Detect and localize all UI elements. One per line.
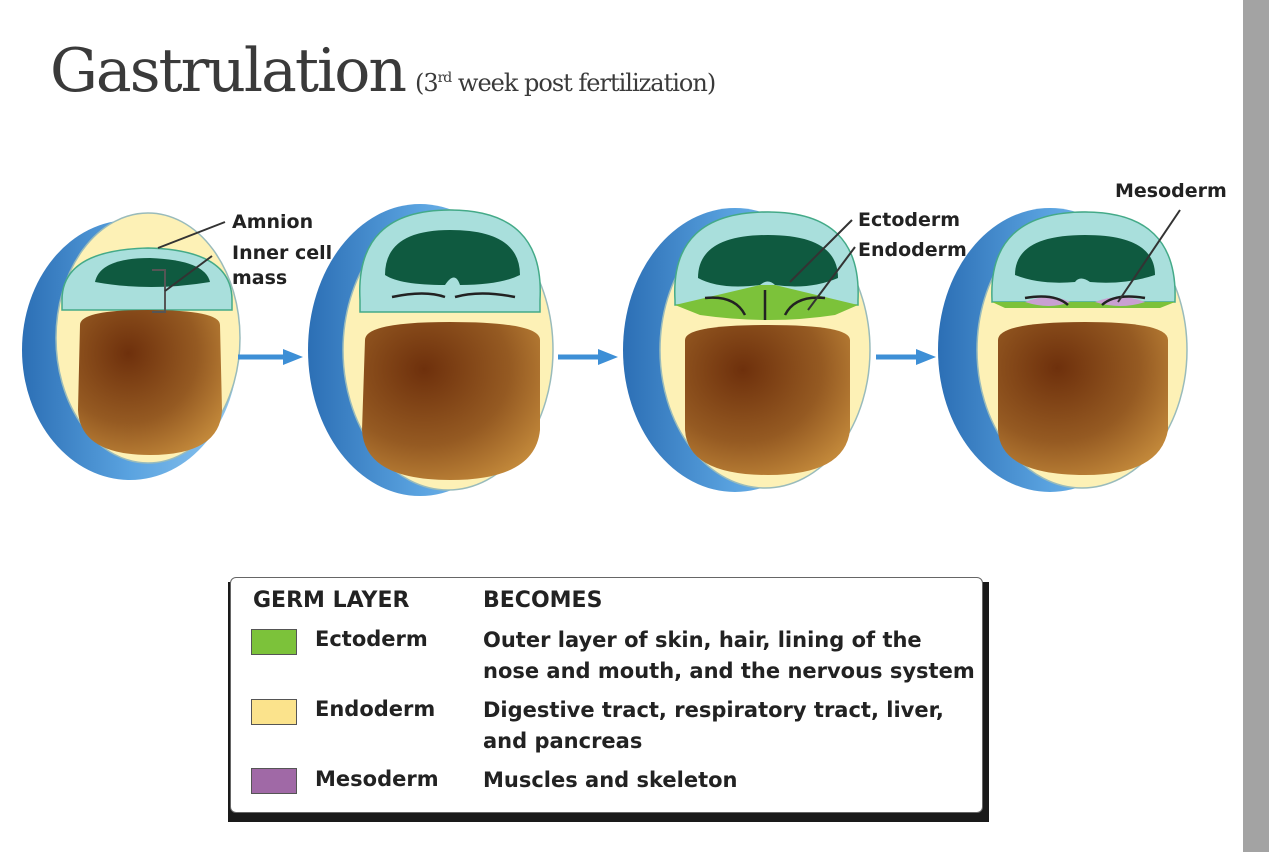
- yolk-sac: [998, 322, 1168, 475]
- layer-name: Mesoderm: [315, 767, 439, 791]
- gastrulation-diagram: [22, 204, 1188, 496]
- ectoderm-label: Ectoderm: [858, 209, 961, 231]
- embryo-stage-2: [308, 204, 618, 496]
- amnion-pointer: [157, 221, 226, 249]
- amnion-label: Amnion: [232, 211, 314, 233]
- inner-cell-mass-label-line1: Inner cell: [232, 242, 333, 264]
- layer-description: Digestive tract, respiratory tract, live…: [483, 695, 983, 757]
- migration-arrows: [704, 290, 826, 320]
- description-line: nose and mouth, and the nervous system: [483, 659, 975, 683]
- yolk-sac: [78, 310, 222, 455]
- yolk-sac: [685, 325, 850, 475]
- mesoderm-label: Mesoderm: [1115, 180, 1227, 202]
- amniotic-cavity: [1015, 235, 1155, 283]
- migration-arrows: [391, 292, 516, 299]
- arrow-1-head: [283, 349, 303, 365]
- title-main: Gastrulation: [50, 36, 407, 106]
- layer-description: Muscles and skeleton: [483, 765, 983, 796]
- layer-description: Outer layer of skin, hair, lining of the…: [483, 625, 983, 687]
- layer-name: Ectoderm: [315, 627, 428, 651]
- migration-arrows: [1024, 295, 1146, 306]
- title-subtitle: (3rd week post fertilization): [414, 69, 716, 97]
- inner-cell-pointer: [164, 255, 213, 292]
- embryo-stage-3: [623, 208, 936, 492]
- description-line: and pancreas: [483, 729, 643, 753]
- description-line: Outer layer of skin, hair, lining of the: [483, 628, 922, 652]
- arrow-3-head: [916, 349, 936, 365]
- ectoderm-layer: [992, 302, 1175, 308]
- ectoderm-pointer: [789, 219, 853, 283]
- description-line: Muscles and skeleton: [483, 768, 738, 792]
- layer-name: Endoderm: [315, 697, 436, 721]
- ectoderm-layer: [675, 285, 858, 320]
- arrow-2-head: [598, 349, 618, 365]
- header-germ-layer: GERM LAYER: [253, 588, 410, 613]
- slide-title: Gastrulation(3rd week post fertilization…: [50, 36, 716, 106]
- germ-layer-table: GERM LAYER BECOMES Ectoderm Outer layer …: [230, 577, 983, 813]
- slide-side-bar: [1243, 0, 1269, 852]
- mesoderm-pointer: [1117, 209, 1181, 303]
- yolk-sac: [362, 322, 540, 480]
- header-becomes: BECOMES: [483, 588, 603, 613]
- endoderm-pointer: [807, 246, 856, 311]
- embryo-stage-4: [938, 208, 1188, 492]
- endoderm-swatch: [251, 699, 297, 725]
- embryo-stage-1: [22, 212, 303, 480]
- endoderm-label: Endoderm: [858, 239, 967, 261]
- amniotic-cavity: [698, 235, 838, 287]
- subtitle-suffix: week post fertilization): [451, 69, 716, 97]
- description-line: Digestive tract, respiratory tract, live…: [483, 698, 944, 722]
- amniotic-cavity: [385, 230, 520, 285]
- ectoderm-swatch: [251, 629, 297, 655]
- subtitle-prefix: (3: [414, 69, 439, 97]
- mesoderm-swatch: [251, 768, 297, 794]
- subtitle-superscript: rd: [437, 70, 453, 86]
- inner-cell-mass-label-line2: mass: [232, 267, 288, 289]
